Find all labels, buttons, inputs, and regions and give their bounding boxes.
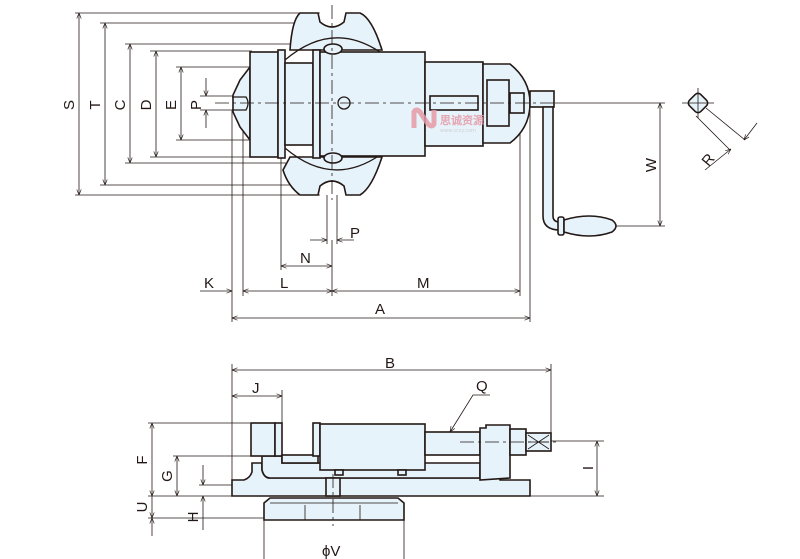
jaw-gap (284, 62, 314, 146)
dim-label-g: G (159, 470, 176, 482)
dim-label-r: R (699, 150, 719, 169)
dim-label-a: A (375, 301, 385, 318)
dim-label-v: ϕV (322, 543, 340, 559)
bearing-bottom (323, 152, 343, 164)
square-drive-detail (682, 88, 758, 171)
top-view: S T C D E P P N K L M A W R (61, 5, 758, 322)
dim-label-p-slot: P (188, 100, 205, 110)
dim-label-n: N (300, 250, 311, 267)
movable-jaw-block (319, 51, 426, 157)
watermark-logo (411, 107, 437, 129)
dim-label-f: F (134, 455, 151, 464)
fixed-jaw-side (250, 422, 276, 457)
handle-crank (542, 106, 561, 231)
dim-label-q: Q (476, 378, 488, 395)
dim-label-t: T (87, 100, 104, 109)
swivel-plate-detail (270, 502, 398, 520)
dim-label-d: D (138, 99, 155, 110)
fixed-jaw-plate-side (274, 422, 283, 457)
handle-arm (529, 90, 555, 108)
swivel-plate (263, 497, 405, 521)
watermark-url: www.sczy.com (440, 128, 476, 134)
watermark: 思诚资源 www.sczy.com (411, 107, 484, 134)
lead-screw-side (424, 431, 481, 456)
movable-jaw-plate-side (312, 422, 321, 457)
end-support (479, 424, 511, 481)
dim-label-j: J (252, 380, 260, 397)
side-dimension-lines (152, 370, 597, 536)
handle-collar (557, 216, 565, 236)
dim-label-h: H (185, 512, 202, 523)
dim-label-l: L (280, 275, 288, 292)
dim-label-c: C (112, 99, 129, 110)
side-view: B J Q F G U H I ϕV (134, 355, 604, 559)
dim-label-u: U (134, 502, 151, 513)
dim-label-w: W (643, 157, 660, 172)
fixed-jaw (249, 51, 279, 158)
dim-label-b: B (385, 355, 395, 372)
bearing-top (323, 43, 343, 55)
bolt-2 (397, 469, 407, 476)
fixed-jaw-plate (277, 49, 286, 159)
movable-jaw-plate (312, 49, 321, 159)
dim-label-m: M (417, 275, 430, 292)
slide-rail (281, 454, 319, 464)
dim-label-p: P (350, 225, 360, 242)
dim-label-s: S (61, 100, 78, 110)
watermark-brand: 思诚资源 (440, 113, 484, 127)
dim-label-e: E (163, 100, 180, 110)
dim-label-i: I (580, 466, 597, 470)
handle-grip (563, 215, 617, 237)
movable-jaw-side (319, 423, 426, 471)
dim-label-k: K (204, 275, 214, 292)
swivel-arc-bottom (284, 147, 381, 171)
bolt-1 (334, 469, 344, 476)
